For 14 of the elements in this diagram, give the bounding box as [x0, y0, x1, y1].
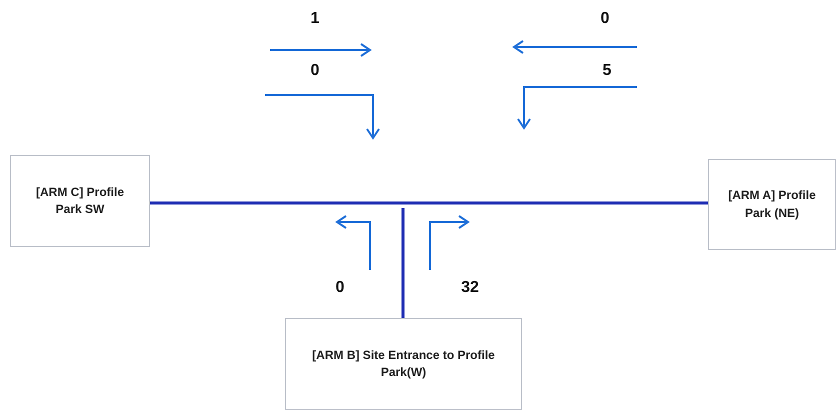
arm-box: [285, 318, 522, 410]
traffic-count: 1: [310, 10, 320, 28]
traffic-count: 5: [602, 62, 612, 80]
arm-label: [ARM C] Profile Park SW: [36, 184, 124, 218]
traffic-count: 0: [310, 62, 320, 80]
road-line: [402, 208, 404, 318]
arm-label: [ARM B] Site Entrance to Profile Park(W): [311, 346, 496, 381]
traffic-count: 0: [600, 10, 610, 28]
arm-label: [ARM A] Profile Park (NE): [728, 187, 816, 222]
arm-box: [10, 155, 150, 247]
traffic-count: 32: [461, 279, 479, 297]
arm-box: [708, 159, 836, 250]
road-line: [150, 202, 708, 204]
traffic-count: 0: [336, 279, 344, 297]
